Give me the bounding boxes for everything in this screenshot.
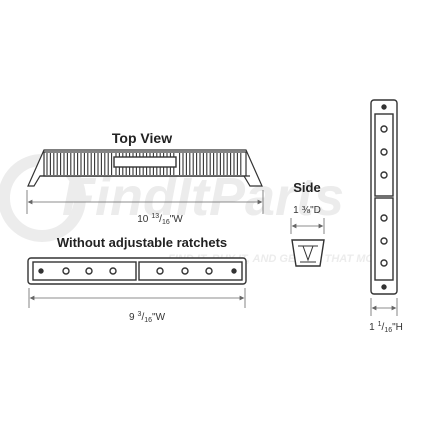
without-ratchets-title: Without adjustable ratchets — [57, 235, 227, 250]
bottom-led — [109, 267, 117, 275]
bottom-mount-hole — [38, 268, 44, 274]
bottom-bar-module-right — [138, 261, 243, 281]
bottom-led — [85, 267, 93, 275]
side-view-detail — [298, 245, 318, 263]
vertical-mount-hole — [381, 104, 387, 110]
side-view-drawing — [291, 239, 325, 267]
bottom-led — [205, 267, 213, 275]
bottom-led — [156, 267, 164, 275]
watermark-brand-text: FindItParts — [62, 167, 344, 227]
bottom-mount-hole — [231, 268, 237, 274]
top-view-title: Top View — [112, 130, 172, 146]
top-view-ratchet-teeth — [46, 153, 242, 175]
top-view-center-window — [113, 156, 177, 168]
vertical-mount-hole — [381, 284, 387, 290]
vertical-led — [380, 237, 388, 245]
bottom-led — [62, 267, 70, 275]
side-dimension — [290, 218, 325, 234]
side-title: Side — [293, 180, 320, 195]
vertical-led — [380, 259, 388, 267]
vertical-led — [380, 148, 388, 156]
vertical-led — [380, 214, 388, 222]
top-view-drawing — [27, 149, 263, 187]
bottom-led — [181, 267, 189, 275]
bottom-bar-drawing — [27, 257, 247, 285]
bottom-bar-module-left — [32, 261, 137, 281]
vertical-view-drawing — [370, 99, 398, 295]
vertical-led — [380, 171, 388, 179]
vertical-led — [380, 125, 388, 133]
